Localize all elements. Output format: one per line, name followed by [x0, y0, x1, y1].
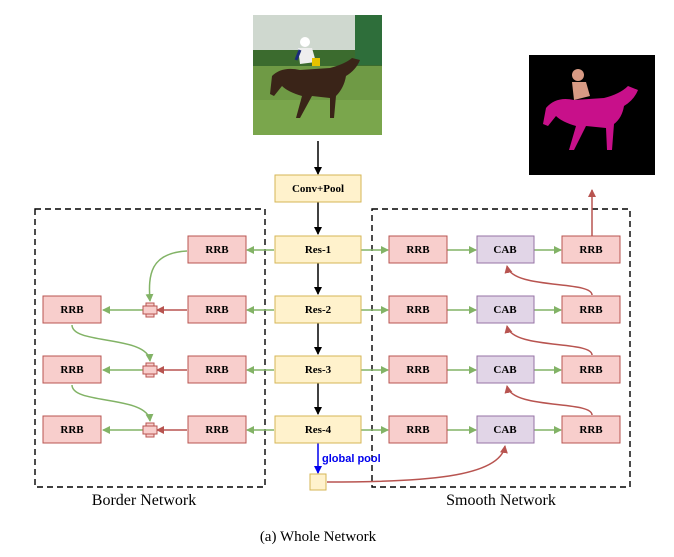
- rrb-block: RRB: [388, 235, 448, 264]
- rrb-block: RRB: [561, 355, 621, 384]
- rrb-block: RRB: [561, 235, 621, 264]
- border-network: RRB RRB RRB RRB RRB RRB RRB Border Netwo…: [42, 235, 247, 509]
- border-network-region: [34, 208, 266, 488]
- rrb-block: RRB: [388, 295, 448, 324]
- rrb-block: RRB: [187, 355, 247, 384]
- res-label: Res-2: [305, 304, 332, 316]
- cab-block: CAB: [476, 355, 535, 384]
- rrb-label: RRB: [579, 424, 603, 436]
- cab-block: CAB: [476, 415, 535, 444]
- cab-block: CAB: [476, 235, 535, 264]
- rrb-block: RRB: [42, 415, 102, 444]
- cab-label: CAB: [493, 244, 517, 256]
- rrb-block: RRB: [187, 415, 247, 444]
- rrb-label: RRB: [406, 244, 430, 256]
- rrb-block: RRB: [187, 295, 247, 324]
- res-block: Res-1: [274, 235, 362, 264]
- smooth-network-label: Smooth Network: [446, 492, 556, 509]
- plus-icon: [142, 422, 158, 438]
- res-block: Res-4: [274, 415, 362, 444]
- rrb-block: RRB: [561, 295, 621, 324]
- res-block: Res-3: [274, 355, 362, 384]
- conv-pool-block: Conv+Pool: [274, 174, 362, 203]
- rrb-label: RRB: [579, 304, 603, 316]
- rrb-block: RRB: [42, 355, 102, 384]
- rrb-label: RRB: [406, 424, 430, 436]
- rrb-label: RRB: [60, 424, 84, 436]
- border-network-label: Border Network: [92, 492, 196, 509]
- cab-label: CAB: [493, 364, 517, 376]
- rrb-label: RRB: [406, 364, 430, 376]
- rrb-label: RRB: [60, 364, 84, 376]
- rrb-block: RRB: [187, 235, 247, 264]
- figure-caption: (a) Whole Network: [260, 529, 377, 545]
- rrb-label: RRB: [406, 304, 430, 316]
- smooth-network: RRB RRB RRB RRB CAB CAB CAB CAB: [388, 235, 621, 509]
- res-block: Res-2: [274, 295, 362, 324]
- smooth-network-region: [371, 208, 631, 488]
- sum-nodes: [142, 302, 158, 438]
- plus-icon: [142, 362, 158, 378]
- res-label: Res-1: [305, 244, 331, 256]
- rrb-label: RRB: [579, 244, 603, 256]
- rrb-block: RRB: [388, 355, 448, 384]
- rrb-block: RRB: [388, 415, 448, 444]
- rrb-label: RRB: [205, 244, 229, 256]
- backbone: Conv+Pool Res-1 Res-2 Res-3 Res-4 global…: [274, 174, 381, 491]
- rrb-block: RRB: [42, 295, 102, 324]
- res-label: Res-4: [305, 424, 332, 436]
- conv-pool-label: Conv+Pool: [292, 183, 344, 195]
- res-label: Res-3: [305, 364, 332, 376]
- rrb-block: RRB: [561, 415, 621, 444]
- rrb-label: RRB: [60, 304, 84, 316]
- cab-block: CAB: [476, 295, 535, 324]
- rrb-label: RRB: [205, 364, 229, 376]
- rrb-label: RRB: [579, 364, 603, 376]
- output-mask: [529, 55, 655, 175]
- rrb-label: RRB: [205, 304, 229, 316]
- cab-label: CAB: [493, 424, 517, 436]
- cab-label: CAB: [493, 304, 517, 316]
- plus-icon: [142, 302, 158, 318]
- rrb-label: RRB: [205, 424, 229, 436]
- global-pool-label: global pool: [322, 453, 381, 465]
- global-pool-block: [309, 473, 327, 491]
- input-photo: [253, 15, 382, 135]
- arrows: [71, 141, 596, 483]
